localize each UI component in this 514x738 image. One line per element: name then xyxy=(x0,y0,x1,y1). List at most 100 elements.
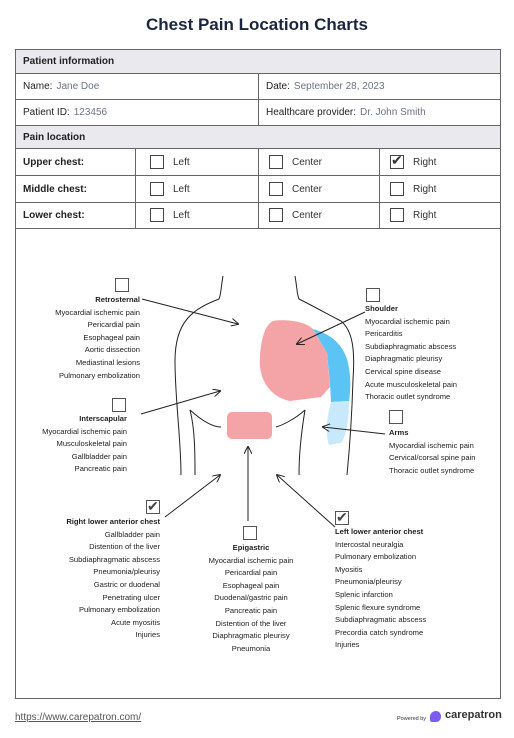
cause-item: Myocardial ischemic pain xyxy=(389,440,474,450)
pain-row: Upper chest: Left Center ✔ Right xyxy=(15,149,501,176)
cause-item: Injuries xyxy=(335,640,360,650)
shoulder-checkbox[interactable] xyxy=(366,288,380,302)
left-lower-title: Left lower anterior chest xyxy=(335,527,424,536)
cause-item: Injuries xyxy=(135,630,160,640)
epigastric-checkbox[interactable] xyxy=(243,526,257,540)
cause-item: Thoracic outlet syndrome xyxy=(365,392,451,402)
checkbox[interactable] xyxy=(390,208,404,222)
cause-item: Musculoskeletal pain xyxy=(56,439,128,449)
cause-item: Cervical spine disease xyxy=(365,366,441,376)
cause-item: Pneumonia/pleurisy xyxy=(93,567,160,577)
pain-option-center[interactable]: Center xyxy=(269,149,322,175)
cause-item: Subdiaphragmatic abscess xyxy=(335,615,427,625)
pain-row-label: Upper chest: xyxy=(23,156,85,168)
pain-option-right[interactable]: Right xyxy=(390,176,436,202)
page-title: Chest Pain Location Charts xyxy=(146,15,368,34)
right-upper-arm-region xyxy=(313,329,351,402)
cause-item: Distention of the liver xyxy=(215,618,287,628)
name-field[interactable]: Name: Jane Doe xyxy=(23,74,258,99)
patient-id-field[interactable]: Patient ID: 123456 xyxy=(23,100,258,125)
cause-item: Myocardial ischemic pain xyxy=(55,307,140,317)
cause-item: Acute musculoskeletal pain xyxy=(365,379,458,389)
pain-option-left[interactable]: Left xyxy=(150,149,190,175)
patient-info-label: Patient information xyxy=(23,56,115,67)
option-label: Left xyxy=(173,209,190,221)
option-label: Right xyxy=(413,156,437,168)
cause-item: Distention of the liver xyxy=(89,542,160,552)
provider-value: Dr. John Smith xyxy=(360,107,426,118)
cause-item: Pericarditis xyxy=(365,329,403,339)
cause-item: Splenic flexure syndrome xyxy=(335,602,421,612)
cause-item: Duodenal/gastric pain xyxy=(214,593,288,603)
right-lower-arm-region xyxy=(326,401,349,445)
epigastric-title: Epigastric xyxy=(232,543,270,552)
name-date-row: Name: Jane Doe Date: September 28, 2023 xyxy=(15,74,501,100)
provider-field[interactable]: Healthcare provider: Dr. John Smith xyxy=(266,100,496,125)
checkbox[interactable] xyxy=(269,182,283,196)
cause-item: Pancreatic pain xyxy=(74,464,127,474)
cause-item: Acute myositis xyxy=(111,617,160,627)
pain-option-right[interactable]: Right xyxy=(390,202,436,228)
cause-item: Gallbladder pain xyxy=(71,451,127,461)
date-label: Date: xyxy=(266,81,290,92)
pain-option-center[interactable]: Center xyxy=(269,202,322,228)
cause-item: Subdiaphragmatic abscess xyxy=(68,554,160,564)
carepatron-logo-icon xyxy=(430,711,441,722)
id-provider-row: Patient ID: 123456 Healthcare provider: … xyxy=(15,100,501,126)
option-label: Center xyxy=(292,183,323,195)
cause-item: Diaphragmatic pleurisy xyxy=(365,354,443,364)
interscapular-checkbox[interactable] xyxy=(112,398,126,412)
retrosternal-title: Retrosternal xyxy=(95,295,140,304)
checkbox[interactable]: ✔ xyxy=(390,152,404,169)
option-label: Left xyxy=(173,156,190,168)
name-value: Jane Doe xyxy=(56,81,100,92)
cause-item: Pneumonia xyxy=(231,643,271,653)
arms-checkbox[interactable] xyxy=(389,410,403,424)
left-lower-checkbox[interactable]: ✔ xyxy=(335,509,349,525)
checkbox[interactable] xyxy=(390,182,404,196)
cause-item: Esophageal pain xyxy=(222,580,280,590)
cause-item: Penetrating ulcer xyxy=(102,592,160,602)
pain-row: Lower chest: Left Center Right xyxy=(15,202,501,229)
pain-option-center[interactable]: Center xyxy=(269,176,322,202)
cause-item: Pneumonia/pleurisy xyxy=(335,577,402,587)
cause-item: Myositis xyxy=(335,564,363,574)
date-field[interactable]: Date: September 28, 2023 xyxy=(266,74,496,99)
option-label: Left xyxy=(173,183,190,195)
cause-item: Thoracic outlet syndrome xyxy=(389,465,475,475)
date-value: September 28, 2023 xyxy=(293,81,385,92)
checkmark-icon: ✔ xyxy=(336,509,348,525)
powered-by-label: Powered by xyxy=(397,716,427,722)
checkbox[interactable] xyxy=(150,208,164,222)
right-lower-checkbox[interactable]: ✔ xyxy=(146,498,160,514)
option-label: Right xyxy=(413,183,437,195)
right-lower-title: Right lower anterior chest xyxy=(66,517,160,526)
retrosternal-checkbox[interactable] xyxy=(115,278,129,292)
name-label: Name: xyxy=(23,81,53,92)
cause-item: Myocardial ischemic pain xyxy=(208,555,294,565)
option-label: Right xyxy=(413,209,437,221)
pain-option-right[interactable]: ✔ Right xyxy=(390,149,436,175)
cause-item: Myocardial ischemic pain xyxy=(365,316,450,326)
checkbox[interactable] xyxy=(150,182,164,196)
pain-row-label: Lower chest: xyxy=(23,209,85,221)
cause-item: Diaphragmatic pleurisy xyxy=(212,631,290,641)
website-link[interactable]: https://www.carepatron.com/ xyxy=(15,712,142,723)
cause-item: Splenic infarction xyxy=(335,589,393,599)
cause-item: Aortic dissection xyxy=(84,345,140,355)
checkbox[interactable] xyxy=(269,155,283,169)
pain-option-left[interactable]: Left xyxy=(150,202,190,228)
cause-item: Pulmonary embolization xyxy=(335,552,417,562)
pain-option-left[interactable]: Left xyxy=(150,176,190,202)
checkbox[interactable] xyxy=(150,155,164,169)
checkbox[interactable] xyxy=(269,208,283,222)
patient-id-label: Patient ID: xyxy=(23,107,70,118)
epigastric-region xyxy=(227,412,272,439)
